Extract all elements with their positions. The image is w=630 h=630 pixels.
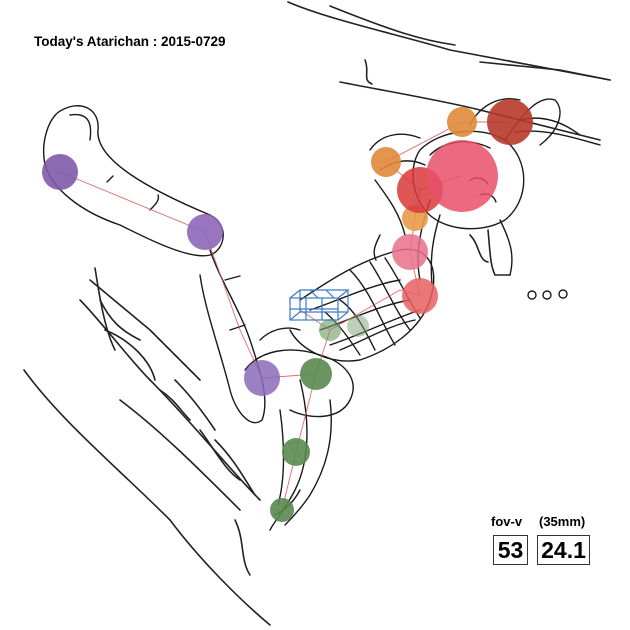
joint-right-hand[interactable] <box>487 99 533 145</box>
fov-label: fov-v <box>491 514 523 529</box>
joint-left-elbow[interactable] <box>187 214 223 250</box>
skeleton-joints[interactable] <box>42 99 533 522</box>
background-sketch <box>23 1 611 626</box>
joint-pelvis[interactable] <box>319 319 341 341</box>
focal-label: (35mm) <box>539 514 586 529</box>
page-title: Today's Atarichan : 2015-0729 <box>34 34 226 49</box>
transform-gizmo[interactable] <box>289 289 350 321</box>
focal-value-box[interactable]: 24.1 <box>537 535 590 565</box>
fov-value-box[interactable]: 53 <box>493 535 528 565</box>
joint-hip-left[interactable] <box>244 360 280 396</box>
joint-hip-right[interactable] <box>300 358 332 390</box>
joint-waist[interactable] <box>347 315 369 337</box>
joint-head[interactable] <box>426 140 498 212</box>
joint-right-foot[interactable] <box>270 498 294 522</box>
joint-left-hand[interactable] <box>42 154 78 190</box>
joint-right-shoulder[interactable] <box>371 147 401 177</box>
joint-spine-low[interactable] <box>402 278 438 314</box>
joint-right-elbow[interactable] <box>447 107 477 137</box>
joint-right-knee[interactable] <box>282 438 310 466</box>
joint-spine-mid[interactable] <box>392 234 428 270</box>
